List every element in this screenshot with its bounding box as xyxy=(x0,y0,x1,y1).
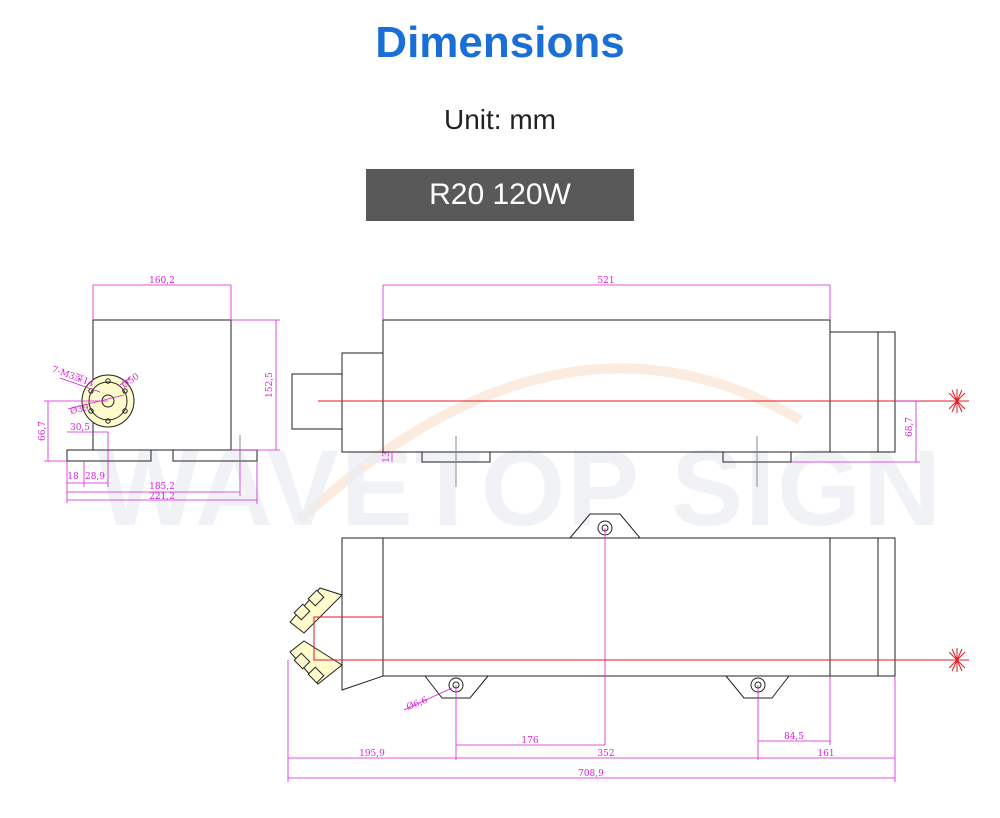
svg-text:352: 352 xyxy=(597,749,614,759)
watermark: WAVETOP SIGN xyxy=(97,363,943,548)
page-title: Dimensions xyxy=(375,18,625,67)
watermark-text: WAVETOP SIGN xyxy=(97,427,943,548)
svg-text:7-M3深14: 7-M3深14 xyxy=(50,364,96,390)
front-foot-left xyxy=(66,449,152,462)
top-mount-top xyxy=(569,513,641,539)
svg-text:13: 13 xyxy=(382,451,392,463)
side-dimension-labels: 521 68,7 13 xyxy=(382,276,915,463)
top-view xyxy=(289,513,896,699)
side-beam xyxy=(318,389,969,413)
top-mount-right xyxy=(725,675,790,699)
top-dimension-labels: Ø6,6 176 84,5 195,9 352 161 708,9 xyxy=(359,694,834,779)
svg-text:Ø39: Ø39 xyxy=(69,402,90,417)
svg-text:160,2: 160,2 xyxy=(149,276,175,286)
svg-text:708,9: 708,9 xyxy=(578,769,604,779)
svg-text:521: 521 xyxy=(597,276,614,286)
laser-output-icon xyxy=(945,389,969,413)
model-badge: R20 120W xyxy=(366,169,634,221)
top-body xyxy=(382,537,831,677)
top-mount-left xyxy=(424,675,489,699)
svg-text:152,5: 152,5 xyxy=(265,372,275,398)
svg-text:84,5: 84,5 xyxy=(784,732,804,742)
front-dimensions xyxy=(44,284,280,504)
svg-text:221,2: 221,2 xyxy=(149,492,175,502)
front-foot-right xyxy=(172,449,258,462)
top-beam xyxy=(313,616,969,672)
top-dimensions xyxy=(287,528,896,782)
front-view xyxy=(66,319,258,462)
svg-text:68,7: 68,7 xyxy=(905,417,915,437)
top-tail xyxy=(829,537,896,677)
unit-label: Unit: mm xyxy=(444,104,556,135)
laser-output-icon xyxy=(945,648,969,672)
svg-text:185,2: 185,2 xyxy=(149,482,175,492)
svg-text:28,9: 28,9 xyxy=(85,472,105,482)
svg-text:66,7: 66,7 xyxy=(38,421,48,441)
svg-text:161: 161 xyxy=(817,749,834,759)
svg-text:30,5: 30,5 xyxy=(70,423,90,433)
svg-text:Ø6,6: Ø6,6 xyxy=(405,694,429,712)
svg-text:176: 176 xyxy=(521,736,538,746)
svg-text:18: 18 xyxy=(67,472,79,482)
beam-deflector xyxy=(289,587,343,685)
svg-text:195,9: 195,9 xyxy=(359,749,385,759)
side-tail xyxy=(829,331,896,453)
top-collar xyxy=(341,537,384,691)
side-dimensions xyxy=(382,284,920,463)
